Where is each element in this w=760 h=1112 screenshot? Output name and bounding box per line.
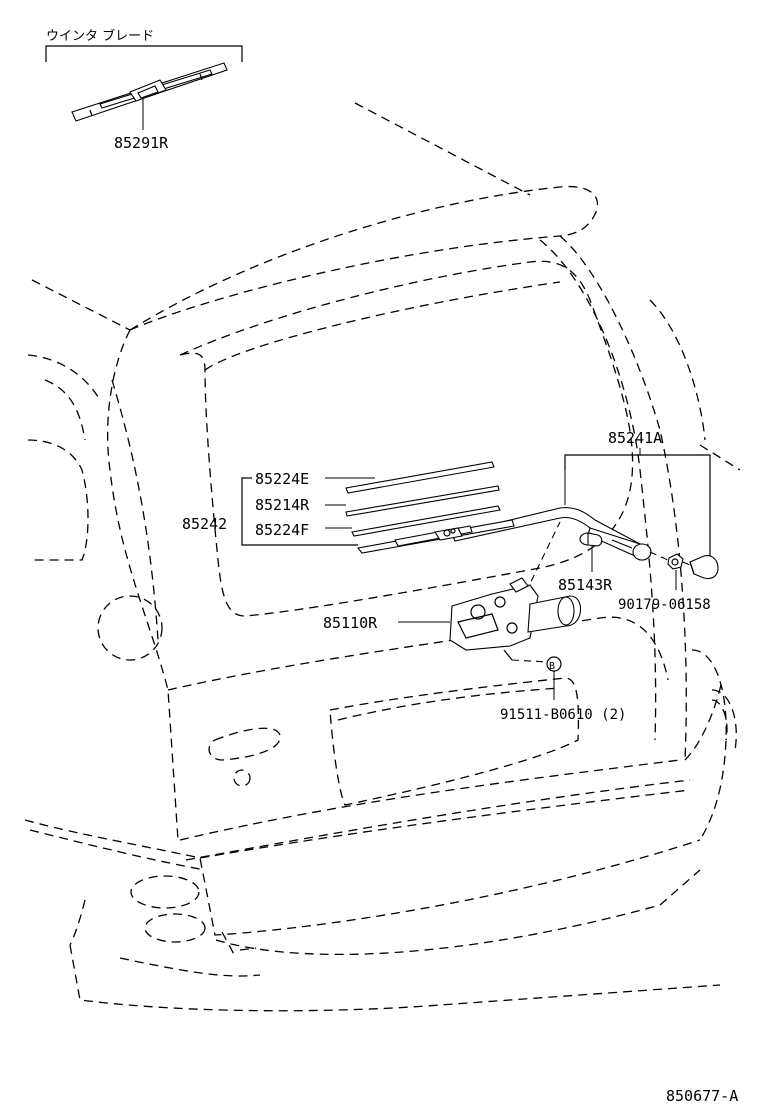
rubber-e-drawing[interactable]	[345, 461, 495, 494]
bolt-callout-letter: B	[549, 661, 555, 672]
blade-inset: ウインタ ブレード 85291R	[45, 28, 243, 152]
wiper-arm-drawing[interactable]	[451, 507, 652, 561]
group-bracket	[45, 45, 243, 62]
part-label-85291R: 85291R	[114, 134, 169, 152]
motor-group: 85110R	[323, 521, 582, 661]
part-label-85241A: 85241A	[608, 429, 662, 447]
part-label-85224E: 85224E	[255, 470, 309, 488]
bolt-callout-marker[interactable]: B	[546, 656, 562, 672]
part-label-85242: 85242	[182, 515, 227, 533]
part-label-90179-06158: 90179-06158	[618, 597, 711, 613]
part-label-85143R: 85143R	[558, 576, 613, 594]
refill-drawing[interactable]	[345, 485, 500, 517]
arm-group: 85241A 90179-06158	[451, 429, 719, 613]
part-label-85214R: 85214R	[255, 496, 310, 514]
blade-drawing[interactable]	[356, 519, 515, 554]
part-label-91511-B0610: 91511-B0610 (2)	[500, 707, 626, 723]
wiper-motor-drawing[interactable]	[449, 577, 582, 661]
blade-components: 85224E 85214R 85224F 85242	[182, 461, 515, 554]
nut-drawing[interactable]	[667, 553, 684, 570]
bolt-group: B 91511-B0610 (2)	[500, 656, 626, 723]
figure-code: 850677-A	[666, 1087, 738, 1105]
vehicle-outline	[24, 102, 741, 1012]
wiper-blade-assembly-drawing[interactable]	[71, 62, 228, 122]
pivot-cap-drawing[interactable]	[579, 532, 603, 547]
group-label: ウインタ ブレード	[46, 28, 154, 44]
arm-cap-drawing[interactable]	[689, 555, 719, 580]
cap-group: 85143R	[558, 532, 613, 594]
rubber-f-drawing[interactable]	[351, 505, 501, 537]
part-label-85224F: 85224F	[255, 521, 309, 539]
part-label-85110R: 85110R	[323, 614, 378, 632]
